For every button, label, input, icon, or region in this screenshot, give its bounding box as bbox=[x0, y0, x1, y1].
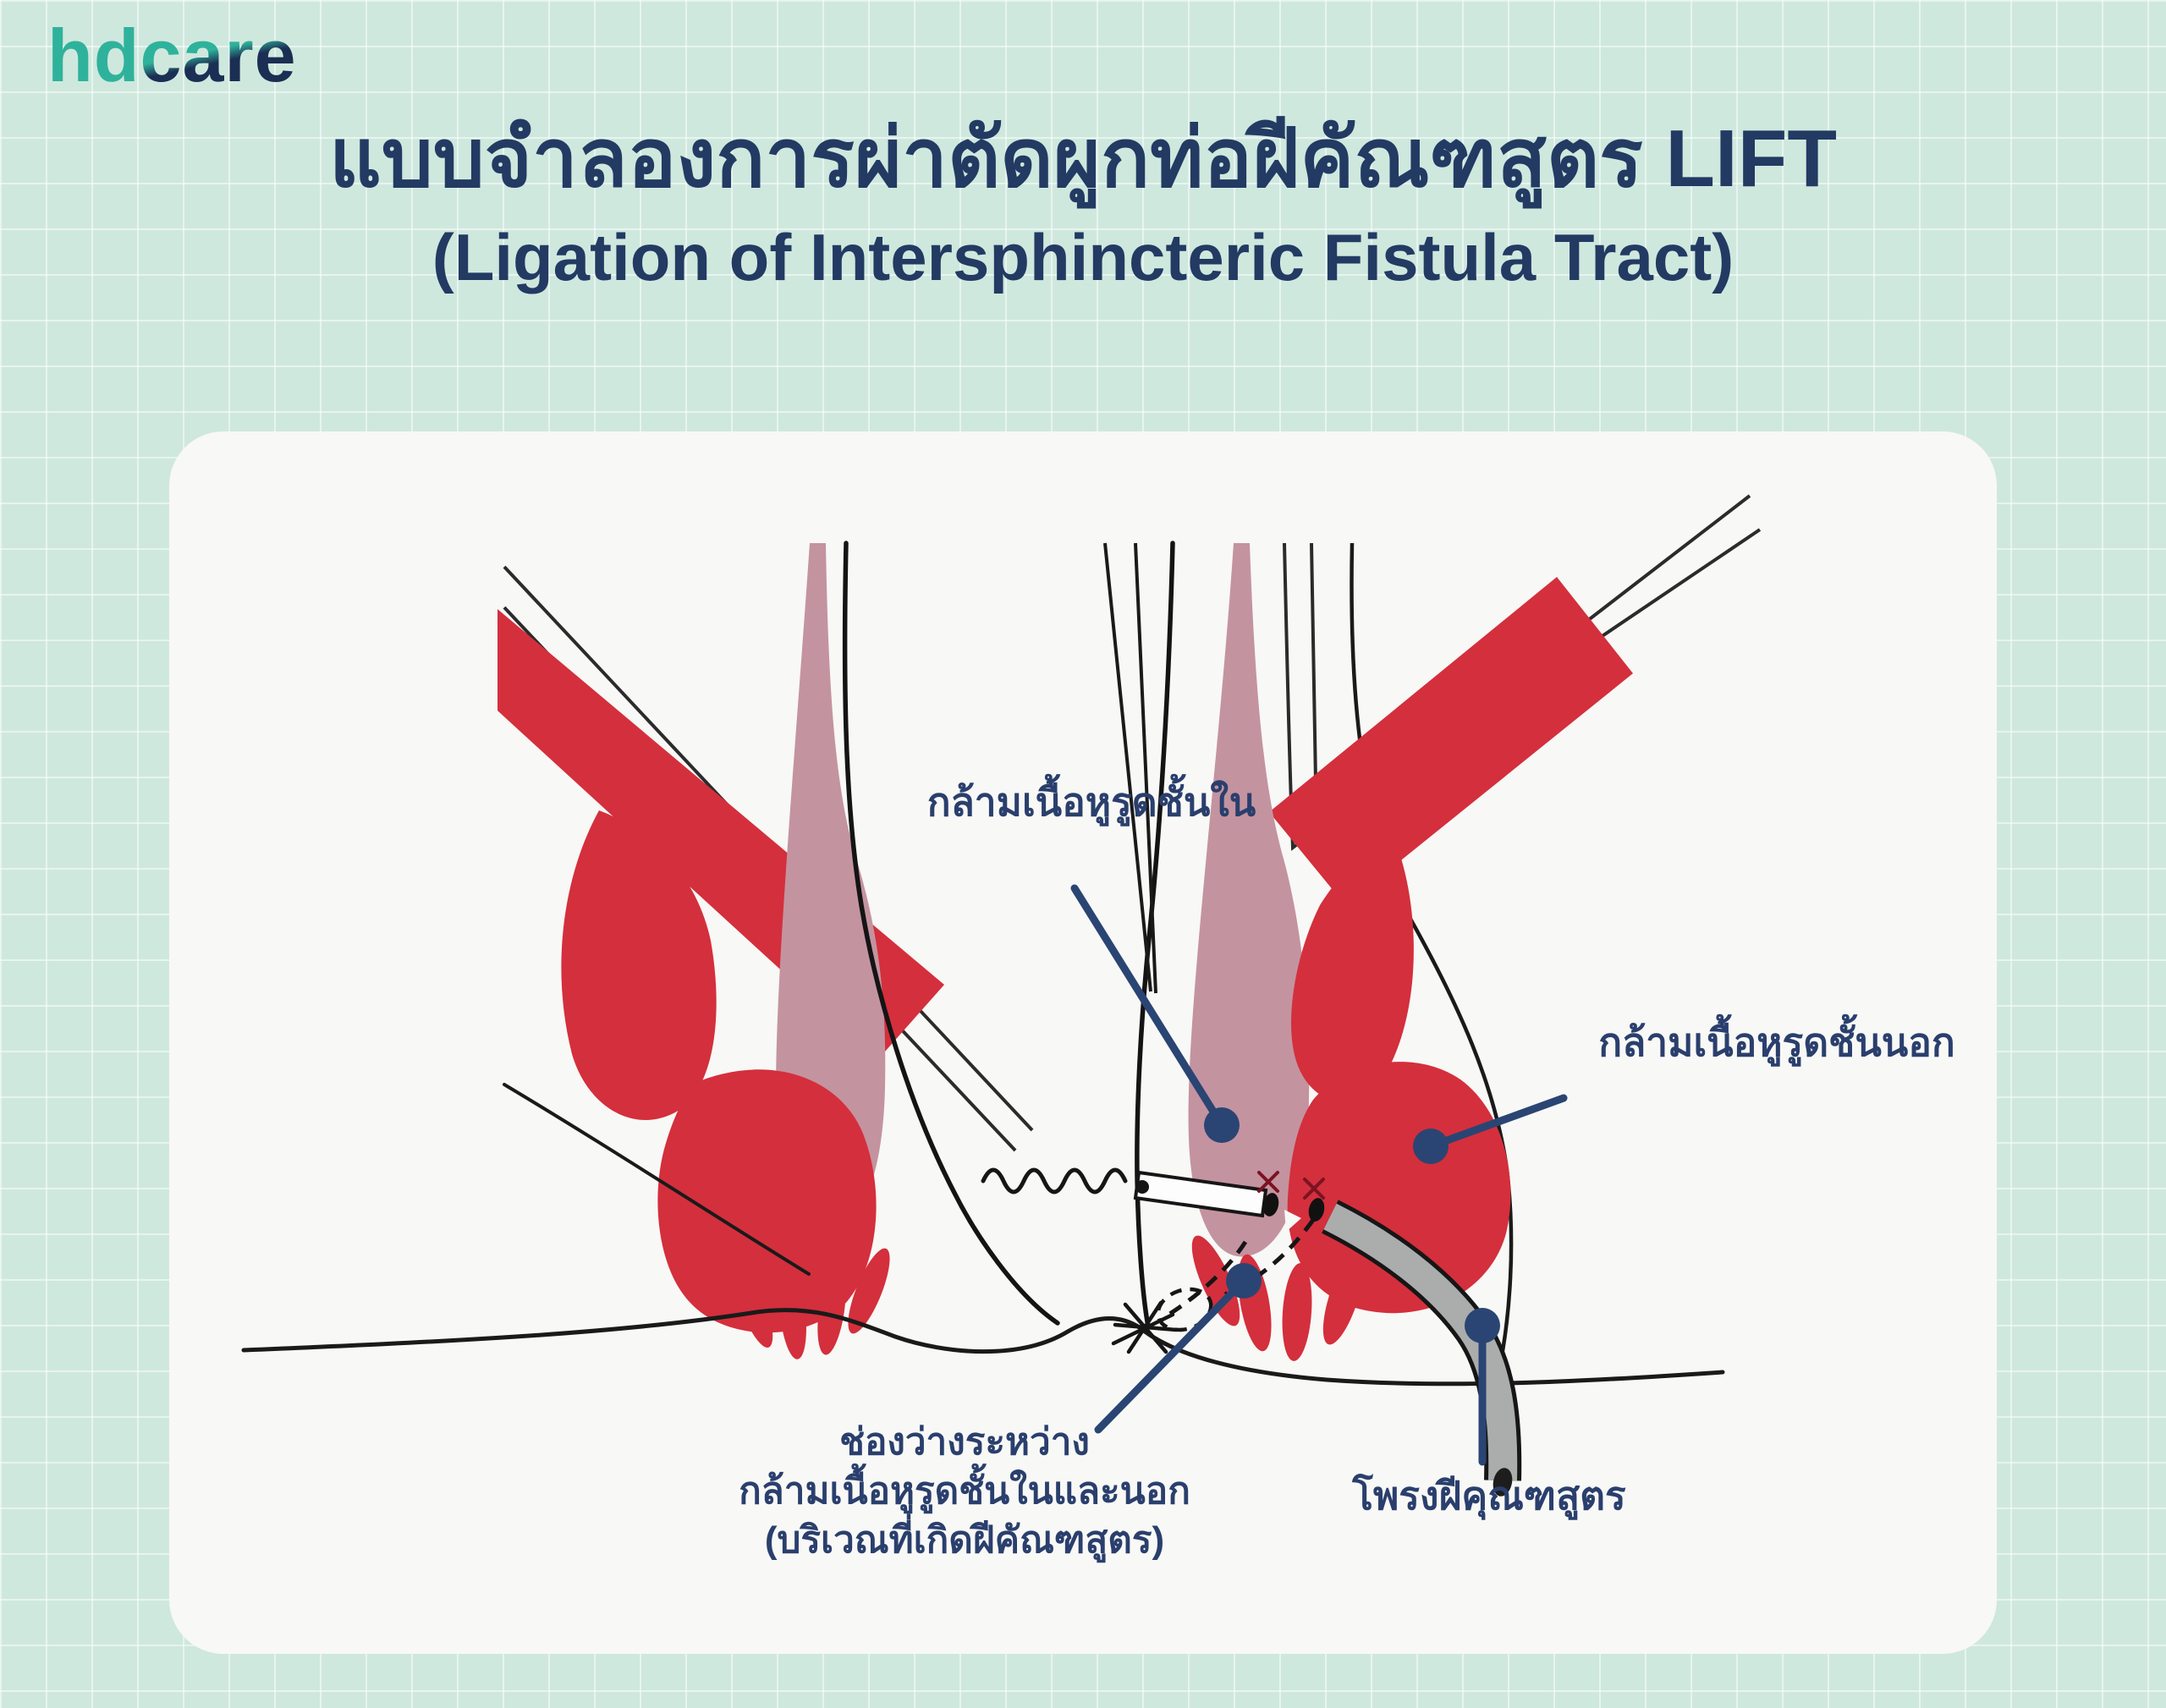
anal-canal-wall-left bbox=[842, 541, 1060, 1326]
label-intersphincteric-line3: (บริเวณที่เกิดฝีคัณฑสูตร) bbox=[764, 1519, 1165, 1562]
anal-canal-walls bbox=[842, 541, 1175, 1329]
leader-line-external-sphincter bbox=[1427, 1094, 1568, 1151]
leader-dot-intersphincteric bbox=[1226, 1263, 1262, 1299]
levator-band-right bbox=[1269, 577, 1633, 905]
label-external-sphincter: กล้ามเนื้อหูรูดชั้นนอก bbox=[1598, 1020, 1955, 1064]
skin-line bbox=[241, 1308, 1725, 1387]
leader-dots bbox=[1204, 1107, 1500, 1343]
hdcare-logo: hdcare bbox=[47, 19, 297, 93]
outer-body-line-right bbox=[1350, 542, 1514, 1378]
fistula-external-opening-star bbox=[1111, 1300, 1179, 1354]
leader-dot-fistula-cavity bbox=[1465, 1308, 1500, 1343]
external-sphincter-right bbox=[1287, 1062, 1511, 1314]
illustration-card: กล้ามเนื้อหูรูดชั้นใน กล้ามเนื้อหูรูดชั้… bbox=[169, 431, 1997, 1654]
label-fistula-cavity: โพรงฝีคุณฑสูตร bbox=[1352, 1474, 1626, 1518]
puborectalis-left bbox=[561, 810, 717, 1120]
suture-x-marks bbox=[1257, 1171, 1325, 1200]
page-title-thai: แบบจำลองการผ่าตัดผูกท่อฝีคัณฑสูตร LIFT bbox=[329, 113, 1837, 204]
rectal-fold-lines bbox=[1103, 542, 1157, 994]
anatomy-illustration bbox=[241, 494, 1762, 1497]
leader-dot-external-sphincter bbox=[1413, 1129, 1449, 1164]
skin-line-left-diagonal bbox=[503, 1083, 811, 1276]
logo-part-hd: hd bbox=[47, 14, 140, 97]
external-sphincter-notch bbox=[1284, 1210, 1301, 1232]
leader-line-internal-sphincter bbox=[1070, 884, 1226, 1129]
leader-dot-internal-sphincter bbox=[1204, 1107, 1240, 1143]
ligation-instrument bbox=[1133, 1170, 1325, 1222]
internal-sphincter-band-left bbox=[776, 543, 886, 1232]
page-title-english: (Ligation of Intersphincteric Fistula Tr… bbox=[432, 220, 1734, 294]
leader-line-intersphincteric bbox=[1094, 1277, 1248, 1434]
header: แบบจำลองการผ่าตัดผูกท่อฝีคัณฑสูตร LIFT (… bbox=[0, 108, 2166, 298]
internal-sphincter-band-right bbox=[1188, 543, 1310, 1257]
hemorrhoid-cushions-left bbox=[684, 1248, 890, 1359]
label-intersphincteric-line2: กล้ามเนื้อหูรูดชั้นในและนอก bbox=[739, 1470, 1190, 1513]
label-intersphincteric-space: ช่องว่างระหว่าง กล้ามเนื้อหูรูดชั้นในและ… bbox=[711, 1418, 1218, 1565]
leader-lines bbox=[1070, 884, 1568, 1466]
label-intersphincteric-line1: ช่องว่างระหว่าง bbox=[839, 1421, 1090, 1463]
puborectalis-right bbox=[1291, 847, 1414, 1102]
logo-part-care: care bbox=[140, 14, 297, 97]
suture-zigzag bbox=[981, 1167, 1128, 1195]
label-internal-sphincter: กล้ามเนื้อหูรูดชั้นใน bbox=[926, 780, 1256, 824]
